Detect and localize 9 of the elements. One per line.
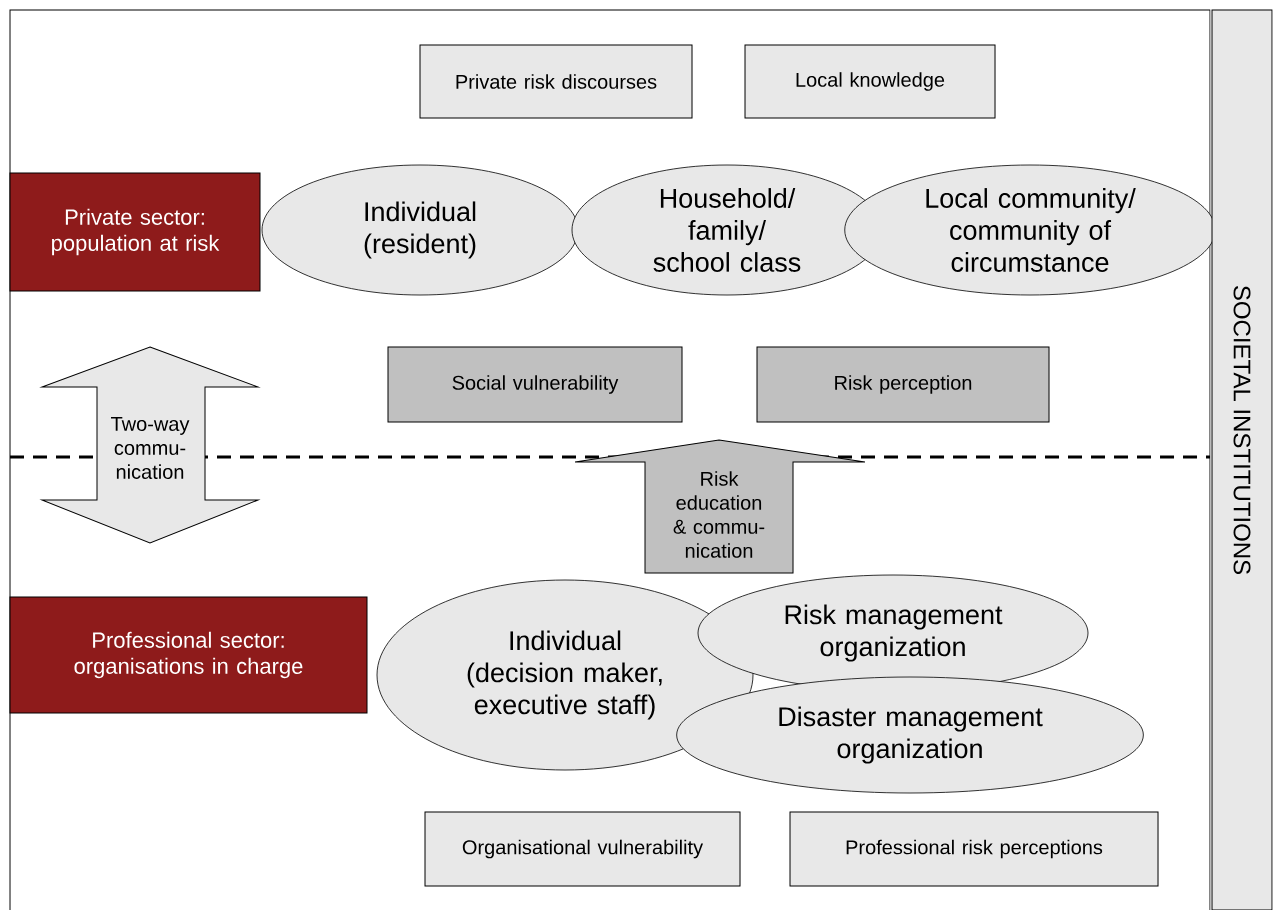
label-box: Social vulnerability (387, 346, 683, 423)
side-band: SOCIETAL INSTITUTIONS (1211, 9, 1273, 910)
label-box: Private sector: population at risk (9, 172, 261, 292)
label-box: Professional risk perceptions (789, 811, 1159, 887)
label-box: Private risk discourses (419, 44, 693, 119)
label-box: Local knowledge (744, 44, 996, 119)
label-box: Organisational vulnerability (424, 811, 741, 887)
label-box: Professional sector: organisations in charge (9, 596, 368, 714)
label-box: Risk perception (756, 346, 1050, 423)
